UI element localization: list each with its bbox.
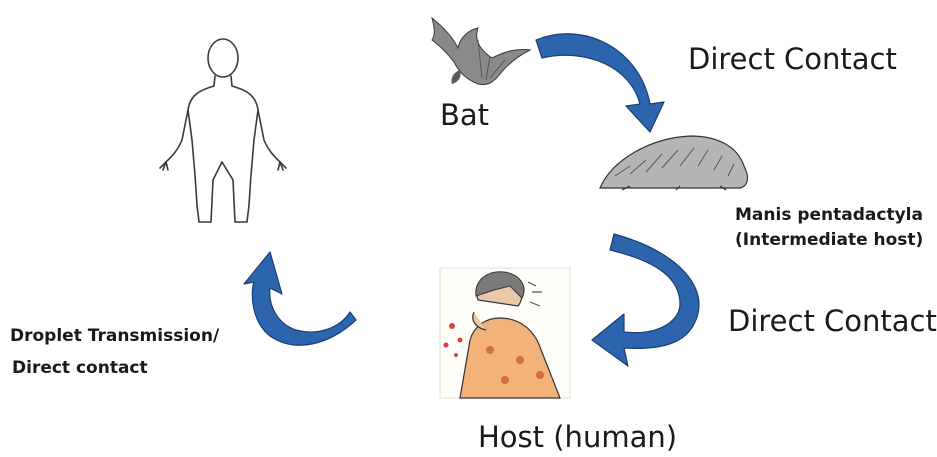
droplet-label-line1: Droplet Transmission/ [10, 324, 219, 348]
arrow-pangolin-to-host [592, 234, 699, 366]
host-label: Host (human) [478, 420, 677, 454]
pangolin-icon [600, 136, 747, 190]
arrow-bat-to-pangolin [536, 34, 664, 132]
bat-label: Bat [440, 98, 489, 132]
arrow-host-to-human [244, 252, 356, 345]
bat-icon [432, 18, 530, 85]
intermediate-host-label-line2: (Intermediate host) [735, 228, 923, 252]
direct-contact-label-top: Direct Contact [688, 42, 897, 76]
direct-contact-label-bottom: Direct Contact [728, 304, 937, 338]
sick-human-icon [440, 268, 570, 398]
human-outline-icon [160, 39, 286, 222]
intermediate-host-label-line1: Manis pentadactyla [735, 203, 923, 227]
droplet-label-line2: Direct contact [12, 356, 148, 380]
